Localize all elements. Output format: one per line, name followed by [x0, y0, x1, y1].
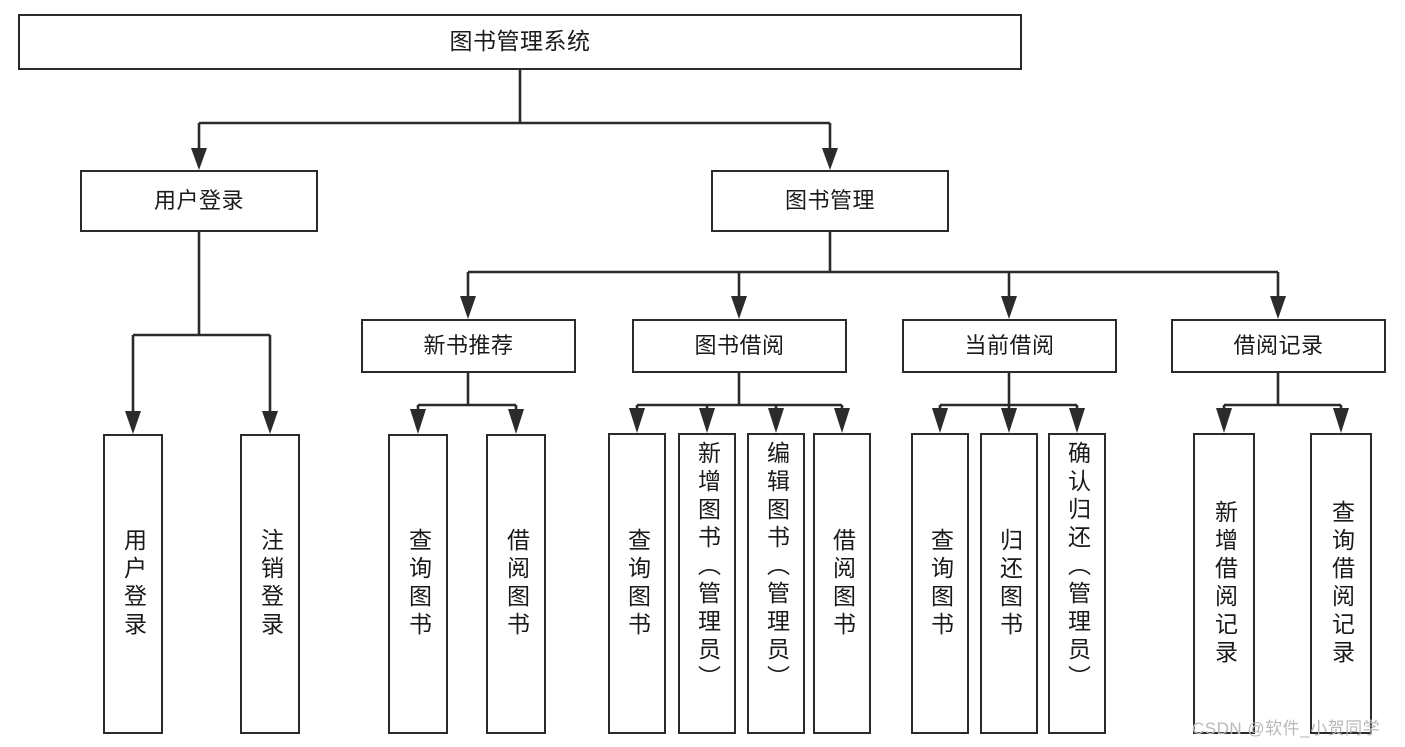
node-leaf-borrow-book-1-label: 借阅图书 — [503, 528, 530, 640]
node-leaf-query-book-1[interactable]: 查询图书 — [388, 434, 448, 734]
node-leaf-confirm-return[interactable]: 确认归还（管理员） — [1048, 433, 1106, 734]
arrow-book-borrow — [731, 296, 747, 319]
node-borrow-record[interactable]: 借阅记录 — [1171, 319, 1386, 373]
arrow-leaf-query-book-3 — [932, 408, 948, 433]
node-leaf-borrow-book-1[interactable]: 借阅图书 — [486, 434, 546, 734]
arrow-borrow-record — [1270, 296, 1286, 319]
node-leaf-add-book[interactable]: 新增图书（管理员） — [678, 433, 736, 734]
watermark-text: CSDN @软件_小贺同学 — [1192, 719, 1381, 738]
arrow-leaf-edit-book — [768, 408, 784, 433]
node-leaf-query-book-2-label: 查询图书 — [624, 527, 651, 640]
node-book-borrow[interactable]: 图书借阅 — [632, 319, 847, 373]
arrow-book-management — [822, 148, 838, 170]
node-leaf-user-login[interactable]: 用户登录 — [103, 434, 163, 734]
node-book-borrow-label: 图书借阅 — [694, 333, 785, 359]
arrow-leaf-query-book-2 — [629, 408, 645, 433]
node-leaf-add-book-label: 新增图书（管理员） — [694, 441, 721, 693]
node-leaf-user-login-label: 用户登录 — [120, 528, 147, 640]
arrow-leaf-borrow-book-1 — [508, 409, 524, 434]
arrow-current-borrow — [1001, 296, 1017, 319]
node-leaf-return-book[interactable]: 归还图书 — [980, 433, 1038, 734]
node-leaf-confirm-return-label: 确认归还（管理员） — [1064, 441, 1091, 693]
node-user-login-label: 用户登录 — [153, 188, 244, 214]
arrow-leaf-add-book — [699, 408, 715, 433]
node-book-management-label: 图书管理 — [784, 188, 875, 214]
node-leaf-query-book-1-label: 查询图书 — [405, 528, 432, 640]
node-user-login[interactable]: 用户登录 — [80, 170, 318, 232]
node-current-borrow-label: 当前借阅 — [964, 333, 1055, 359]
node-leaf-logout-login-label: 注销登录 — [257, 528, 284, 640]
node-leaf-query-record-label: 查询借阅记录 — [1328, 499, 1355, 668]
arrow-leaf-query-record — [1333, 408, 1349, 433]
node-leaf-add-record-label: 新增借阅记录 — [1211, 499, 1238, 668]
node-leaf-return-book-label: 归还图书 — [996, 527, 1023, 640]
node-leaf-edit-book[interactable]: 编辑图书（管理员） — [747, 433, 805, 734]
node-leaf-query-book-3[interactable]: 查询图书 — [911, 433, 969, 734]
node-leaf-query-record[interactable]: 查询借阅记录 — [1310, 433, 1372, 734]
arrow-user-login — [191, 148, 207, 170]
node-leaf-add-record[interactable]: 新增借阅记录 — [1193, 433, 1255, 734]
arrow-leaf-confirm-return — [1069, 408, 1085, 433]
node-current-borrow[interactable]: 当前借阅 — [902, 319, 1117, 373]
node-leaf-borrow-book-2[interactable]: 借阅图书 — [813, 433, 871, 734]
node-borrow-record-label: 借阅记录 — [1233, 333, 1324, 359]
node-new-book-recommend[interactable]: 新书推荐 — [361, 319, 576, 373]
arrow-leaf-query-book-1 — [410, 409, 426, 434]
node-root-system[interactable]: 图书管理系统 — [18, 14, 1022, 70]
arrow-leaf-return-book — [1001, 408, 1017, 433]
node-leaf-borrow-book-2-label: 借阅图书 — [829, 527, 856, 640]
arrow-leaf-borrow-book-2 — [834, 408, 850, 433]
arrow-leaf-user-login — [125, 411, 141, 434]
node-leaf-logout-login[interactable]: 注销登录 — [240, 434, 300, 734]
node-book-management[interactable]: 图书管理 — [711, 170, 949, 232]
node-leaf-query-book-3-label: 查询图书 — [927, 527, 954, 640]
arrow-leaf-logout-login — [262, 411, 278, 434]
node-leaf-edit-book-label: 编辑图书（管理员） — [763, 441, 790, 693]
node-root-system-label: 图书管理系统 — [449, 28, 591, 55]
arrow-new-book-recommend — [460, 296, 476, 319]
arrow-leaf-add-record — [1216, 408, 1232, 433]
node-leaf-query-book-2[interactable]: 查询图书 — [608, 433, 666, 734]
node-new-book-recommend-label: 新书推荐 — [423, 333, 514, 359]
